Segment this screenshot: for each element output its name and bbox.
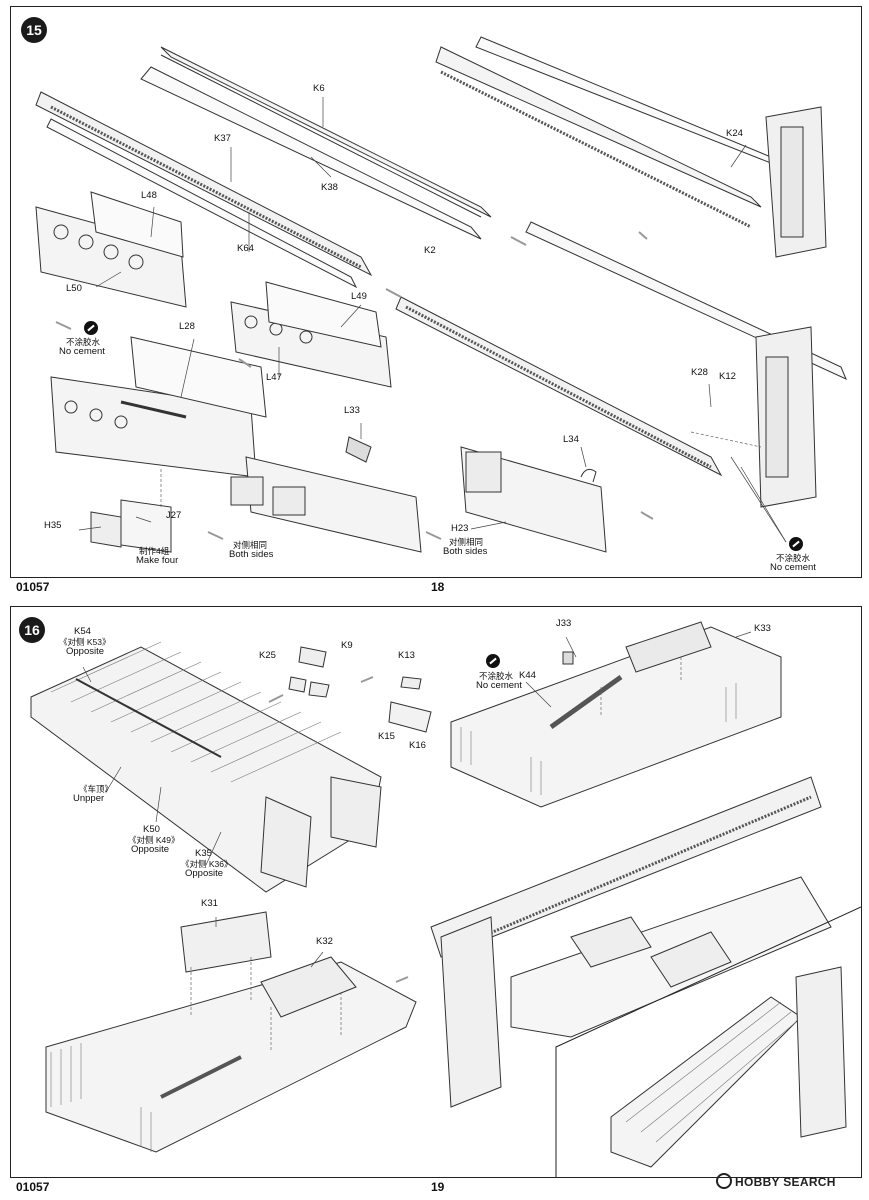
label-l34: L34 bbox=[563, 434, 579, 445]
rail-assembled-top bbox=[435, 36, 827, 258]
no-cement-icon bbox=[486, 654, 500, 668]
both-sides-en-left: Both sides bbox=[229, 549, 274, 560]
label-l33: L33 bbox=[344, 405, 360, 416]
no-cement-cn-left: 不涂胶水 bbox=[66, 337, 101, 347]
label-k31: K31 bbox=[201, 898, 218, 909]
rail-k64 bbox=[35, 91, 373, 289]
deck-upper-right bbox=[450, 621, 782, 808]
label-k54-sub: 《对侧 K53》 bbox=[59, 637, 111, 647]
frame-l49 bbox=[230, 281, 392, 388]
page-number: 18 bbox=[431, 580, 445, 594]
label-k15: K15 bbox=[378, 731, 395, 742]
no-cement-cn: 不涂胶水 bbox=[479, 671, 514, 681]
deck-lower-left bbox=[45, 911, 417, 1153]
label-k9: K9 bbox=[341, 640, 353, 651]
parts-k25-k9 bbox=[288, 646, 330, 698]
label-k25: K25 bbox=[259, 650, 276, 661]
label-upper-cn: 《车顶》 bbox=[79, 784, 114, 794]
inset-assembled-view bbox=[610, 966, 847, 1168]
assembly-lower-right bbox=[430, 776, 832, 1108]
frame-l28 bbox=[50, 336, 267, 478]
parts-k13-k15-k16 bbox=[388, 676, 432, 733]
page-code: 01057 bbox=[16, 580, 50, 594]
label-l47: L47 bbox=[266, 372, 282, 383]
instruction-page-19: 16 bbox=[0, 600, 869, 1200]
label-upper-en: Unpper bbox=[73, 793, 105, 804]
label-j33: J33 bbox=[556, 618, 572, 629]
label-k50: K50 bbox=[143, 824, 160, 835]
no-cement-icon bbox=[84, 321, 98, 335]
label-k38: K38 bbox=[321, 182, 338, 193]
both-sides-en-right: Both sides bbox=[443, 546, 488, 557]
frame-l33 bbox=[230, 436, 422, 553]
label-k12: K12 bbox=[719, 371, 736, 382]
step-15-badge: 15 bbox=[21, 17, 47, 43]
label-k32: K32 bbox=[316, 936, 333, 947]
make-four-en: Make four bbox=[136, 555, 179, 566]
frame-l50 bbox=[35, 191, 187, 308]
label-k6: K6 bbox=[313, 83, 325, 94]
label-k44: K44 bbox=[519, 670, 536, 681]
label-h23: H23 bbox=[451, 523, 469, 534]
no-cement-icon bbox=[789, 537, 803, 551]
label-k54: K54 bbox=[74, 626, 91, 637]
step-16-drawing bbox=[30, 621, 861, 1177]
step-15-panel: 15 bbox=[10, 6, 862, 578]
label-k13: K13 bbox=[398, 650, 415, 661]
label-k50-sub: 《对侧 K49》 bbox=[128, 835, 180, 845]
page-number: 19 bbox=[431, 1180, 445, 1194]
label-k35: K35 bbox=[195, 848, 212, 859]
label-h35: H35 bbox=[44, 520, 62, 531]
watermark-text: HOBBY SEARCH bbox=[735, 1175, 836, 1189]
no-cement-en: No cement bbox=[476, 680, 522, 691]
watermark-logo: HOBBY SEARCH bbox=[716, 1173, 836, 1189]
rail-assembled-mid bbox=[395, 221, 847, 508]
frame-l34 bbox=[460, 446, 607, 553]
label-j27: J27 bbox=[166, 510, 182, 521]
label-k16: K16 bbox=[409, 740, 426, 751]
label-k37: K37 bbox=[214, 133, 231, 144]
label-k35-opposite: Opposite bbox=[185, 868, 224, 879]
label-k35-sub: 《对侧 K36》 bbox=[181, 859, 233, 869]
page-code: 01057 bbox=[16, 1180, 50, 1194]
upper-deck-left bbox=[30, 641, 382, 893]
both-sides-cn-right: 对侧相同 bbox=[449, 537, 484, 547]
no-cement-en-left: No cement bbox=[59, 346, 105, 357]
label-k64: K64 bbox=[237, 243, 254, 254]
no-cement-en-right: No cement bbox=[770, 562, 816, 573]
label-k33: K33 bbox=[754, 623, 771, 634]
make-four-cn: 制作4组 bbox=[139, 546, 170, 556]
both-sides-cn-left: 对侧相同 bbox=[233, 540, 268, 550]
label-k54-opposite: Opposite bbox=[66, 646, 105, 657]
label-l50: L50 bbox=[66, 283, 82, 294]
label-k2: K2 bbox=[424, 245, 436, 256]
rail-k6 bbox=[140, 46, 492, 240]
step-16-panel: 16 bbox=[10, 606, 862, 1178]
no-cement-cn-right: 不涂胶水 bbox=[776, 553, 811, 563]
label-l49: L49 bbox=[351, 291, 367, 302]
label-l28: L28 bbox=[179, 321, 195, 332]
part-j27 bbox=[90, 499, 172, 553]
label-k24: K24 bbox=[726, 128, 743, 139]
step-16-badge: 16 bbox=[19, 617, 45, 643]
label-k28: K28 bbox=[691, 367, 708, 378]
instruction-page-18: 15 bbox=[0, 0, 869, 600]
step-15-drawing bbox=[35, 36, 847, 553]
label-l48: L48 bbox=[141, 190, 157, 201]
label-k50-opposite: Opposite bbox=[131, 844, 170, 855]
